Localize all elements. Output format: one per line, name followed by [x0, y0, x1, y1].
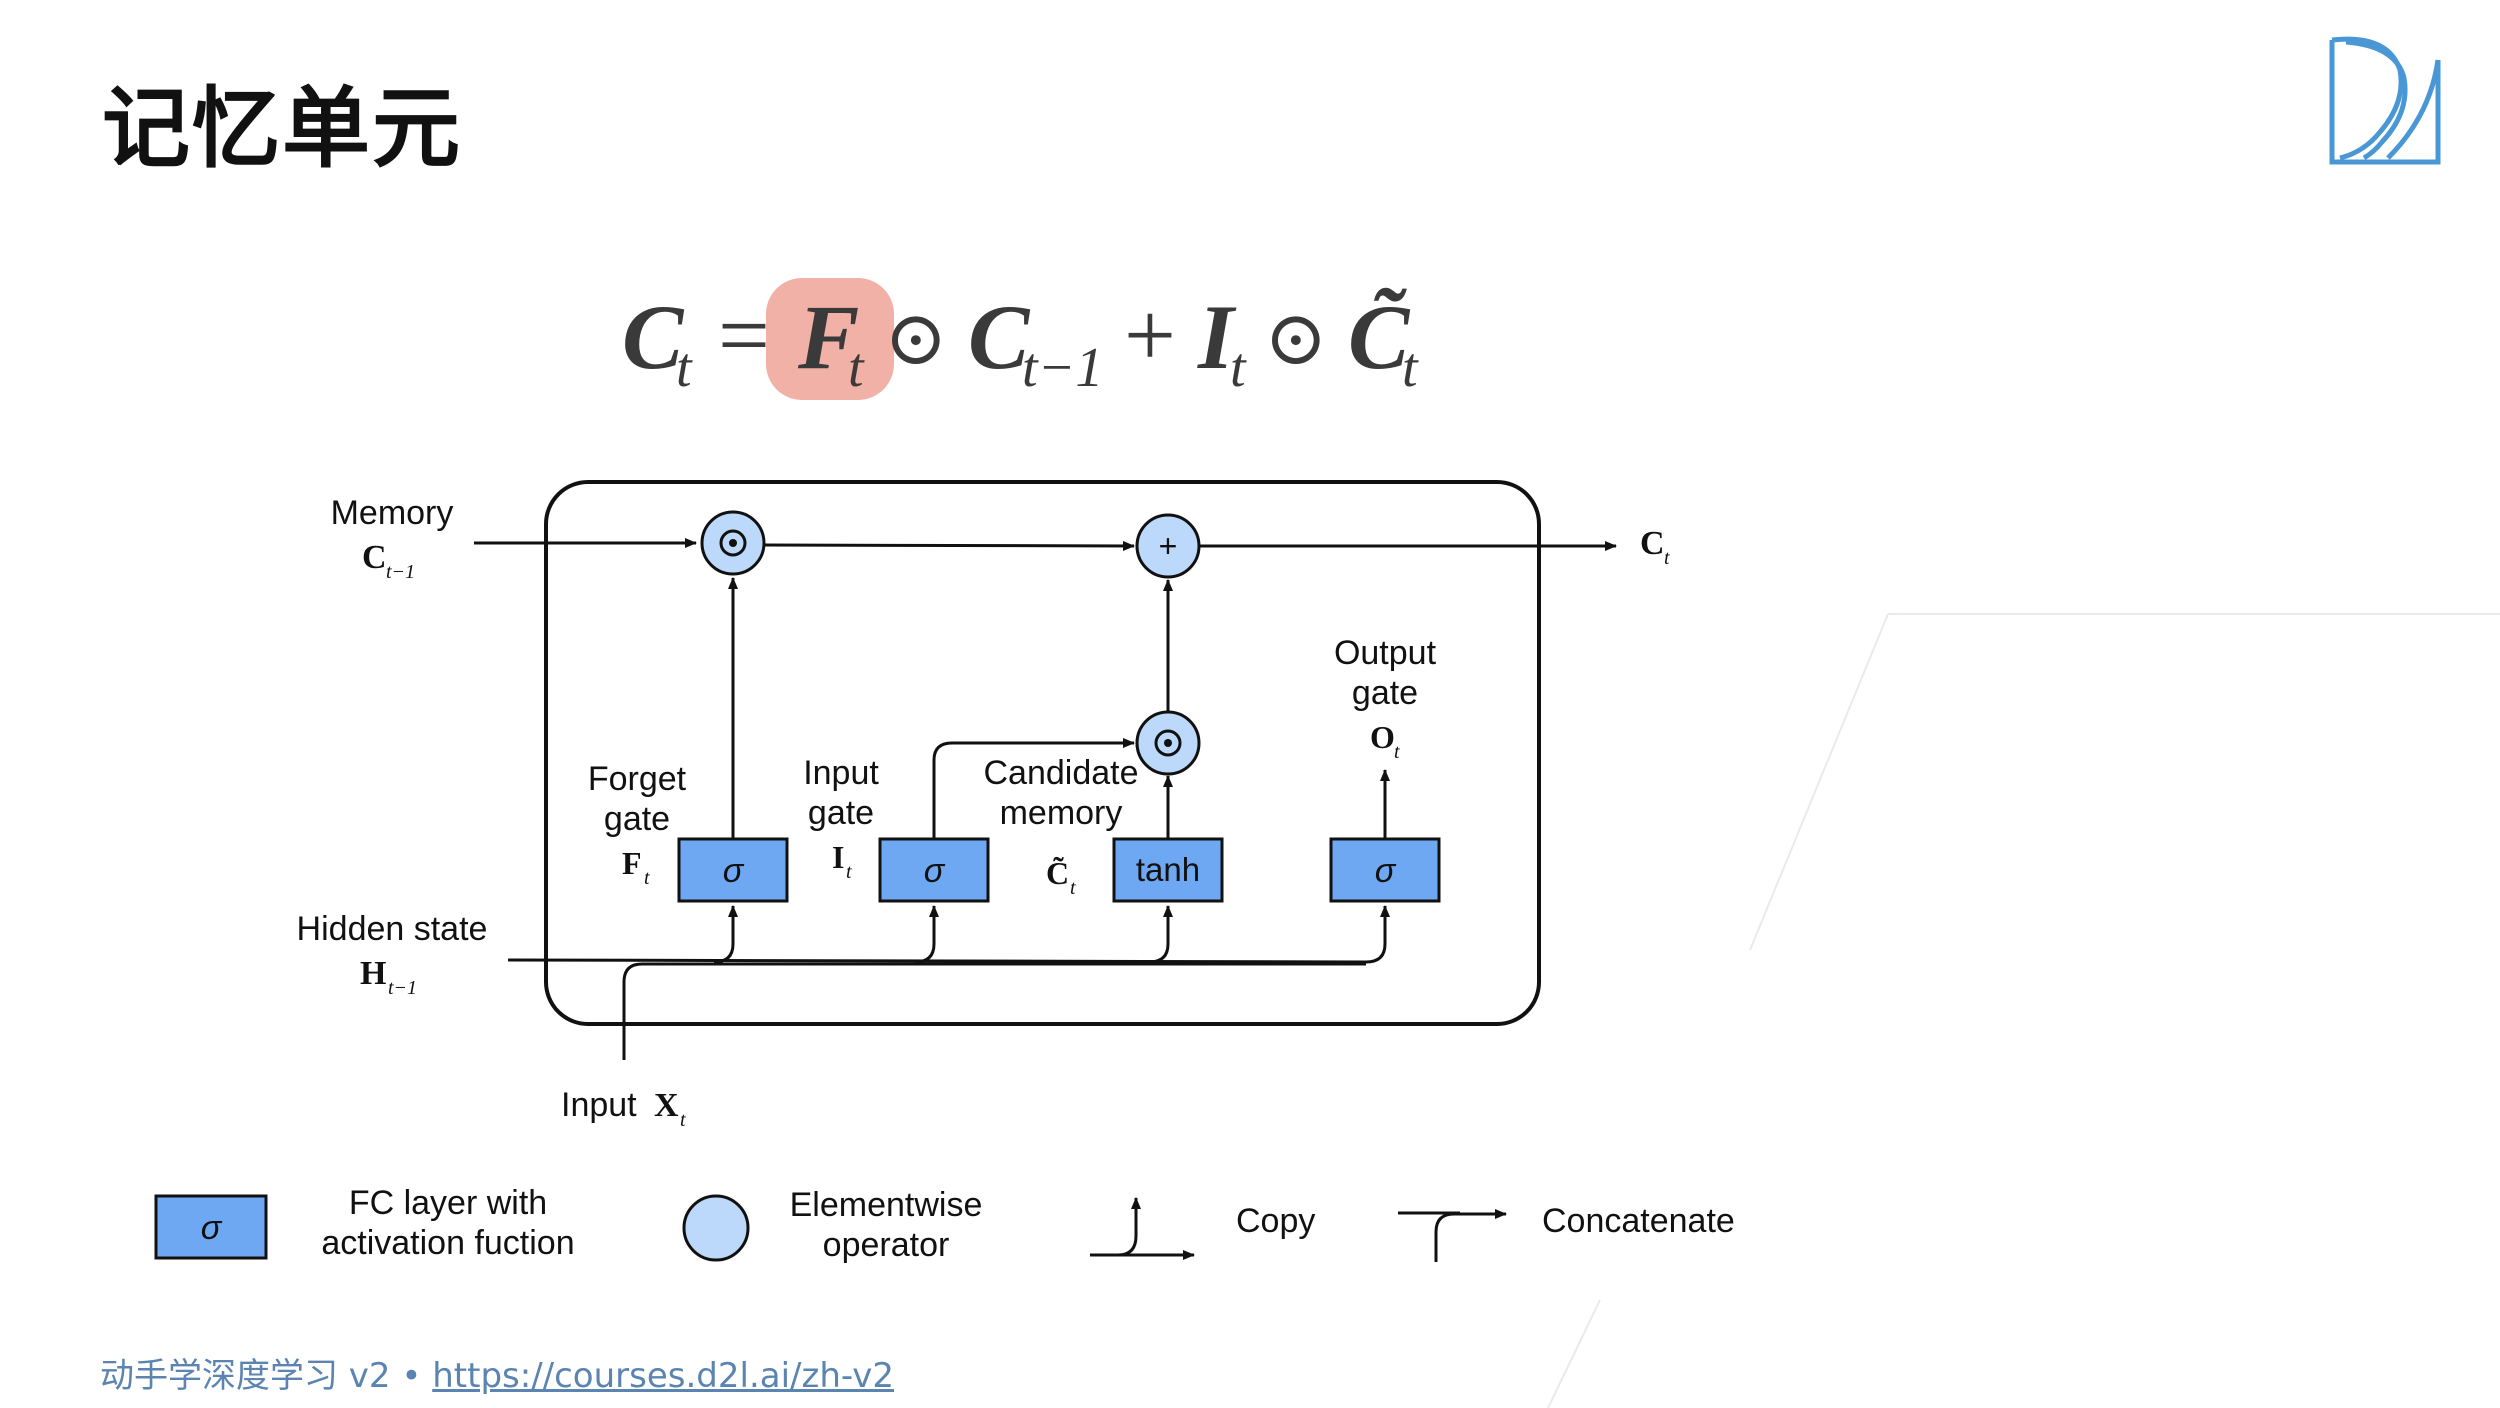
equation-term2-sub: t−1	[1022, 337, 1103, 399]
legend-fc-layer: σ FC layer with activation fuction	[154, 1184, 575, 1262]
legend: σ FC layer with activation fuction Eleme…	[154, 1184, 1735, 1264]
equation-lhs-sub: t	[676, 337, 693, 399]
lstm-cell: + σ σ tanh σ Memory C t−1 C	[297, 480, 1670, 1131]
input-gate-label-2: gate	[808, 794, 874, 832]
candidate-label-1: Candidate	[983, 754, 1138, 792]
equation-odot1: ⊙	[884, 297, 948, 381]
footer-prefix: 动手学深度学习 v2 •	[100, 1356, 433, 1396]
equation-term3: I	[1197, 286, 1237, 388]
output-gate-symbol: O	[1370, 719, 1395, 755]
d2l-logo-icon	[2329, 36, 2441, 165]
input-gate-sigma: σ	[924, 852, 946, 890]
legend-fc-line-2: activation fuction	[321, 1224, 574, 1262]
legend-elementwise: Elementwise operator	[682, 1186, 983, 1264]
footer-link[interactable]: https://courses.d2l.ai/zh-v2	[432, 1356, 894, 1396]
candidate-sub: t	[1070, 877, 1076, 899]
equation-term4-sub: t	[1402, 337, 1419, 399]
output-cell-symbol: C	[1640, 525, 1665, 562]
equation-plus: +	[1124, 284, 1176, 386]
forget-gate-label-1: Forget	[588, 760, 687, 798]
equation-term3-sub: t	[1230, 337, 1247, 399]
slide-title: 记忆单元	[102, 77, 463, 180]
input-label: Input	[561, 1086, 637, 1124]
hidden-state-sub: t−1	[388, 977, 417, 999]
equation-odot2: ⊙	[1264, 297, 1328, 381]
forget-gate-label-2: gate	[604, 800, 670, 838]
equation-equals: =	[718, 284, 770, 386]
equation-term1-sub: t	[848, 337, 865, 399]
candidate-tanh-box: tanh	[1112, 837, 1224, 903]
branch-input	[914, 905, 939, 964]
hidden-state-line	[507, 958, 1367, 964]
memory-mid-arrow	[761, 540, 1135, 551]
memory-label: Memory	[331, 494, 454, 532]
legend-concat-label: Concatenate	[1542, 1202, 1735, 1240]
candidate-mult-node	[1135, 710, 1201, 776]
forget-gate-symbol: F	[622, 845, 642, 881]
forget-gate-box: σ	[677, 837, 789, 903]
input-gate-symbol: I	[832, 839, 844, 875]
input-gate-box: σ	[878, 837, 990, 903]
legend-copy: Copy	[1090, 1197, 1315, 1260]
input-line	[622, 962, 1366, 1060]
forget-mult-node	[700, 510, 766, 576]
input-gate-to-mult-arrow	[932, 738, 1135, 838]
input-gate-label-1: Input	[803, 754, 879, 792]
hidden-state-symbol: H	[360, 955, 386, 992]
equation-highlight	[766, 278, 894, 400]
branch-output	[1365, 905, 1390, 964]
input-symbol: X	[654, 1087, 679, 1124]
legend-op-line-1: Elementwise	[790, 1186, 983, 1224]
legend-concatenate: Concatenate	[1398, 1202, 1735, 1262]
memory-symbol: C	[362, 539, 387, 576]
output-gate-label-1: Output	[1334, 634, 1437, 672]
legend-copy-label: Copy	[1236, 1202, 1315, 1240]
output-gate-label-2: gate	[1352, 674, 1418, 712]
forget-gate-sigma: σ	[723, 852, 745, 890]
output-gate-box: σ	[1329, 837, 1441, 903]
output-cell-sub: t	[1664, 547, 1670, 569]
equation-term1: F	[797, 286, 859, 388]
memory-symbol-sub: t−1	[386, 561, 415, 583]
legend-fc-line-1: FC layer with	[349, 1184, 547, 1222]
cell-update-equation: C t = F t ⊙ C t−1 + I t ⊙ C̃ t	[622, 278, 1419, 400]
branch-forget	[713, 905, 738, 964]
hidden-state-label: Hidden state	[297, 910, 488, 948]
input-sub: t	[680, 1109, 686, 1131]
plus-node: +	[1135, 513, 1201, 579]
equation-term2: C	[968, 286, 1031, 388]
equation-lhs: C	[622, 286, 685, 388]
output-gate-sigma: σ	[1375, 852, 1397, 890]
plus-node-label: +	[1159, 528, 1178, 564]
candidate-label-2: memory	[1000, 794, 1123, 832]
footer: 动手学深度学习 v2 • https://courses.d2l.ai/zh-v…	[100, 1348, 894, 1397]
equation-term4: C̃	[1348, 286, 1411, 388]
candidate-tanh-label: tanh	[1136, 851, 1200, 888]
input-gate-sub: t	[846, 861, 852, 883]
legend-op-line-2: operator	[823, 1226, 950, 1264]
cell-boundary	[544, 480, 1541, 1026]
candidate-symbol: C̃	[1046, 855, 1069, 891]
forget-gate-sub: t	[644, 867, 650, 889]
background-decoration	[1547, 613, 2500, 1408]
branch-candidate	[1148, 905, 1173, 964]
legend-fc-sigma: σ	[201, 1209, 223, 1247]
output-gate-sub: t	[1394, 741, 1400, 763]
